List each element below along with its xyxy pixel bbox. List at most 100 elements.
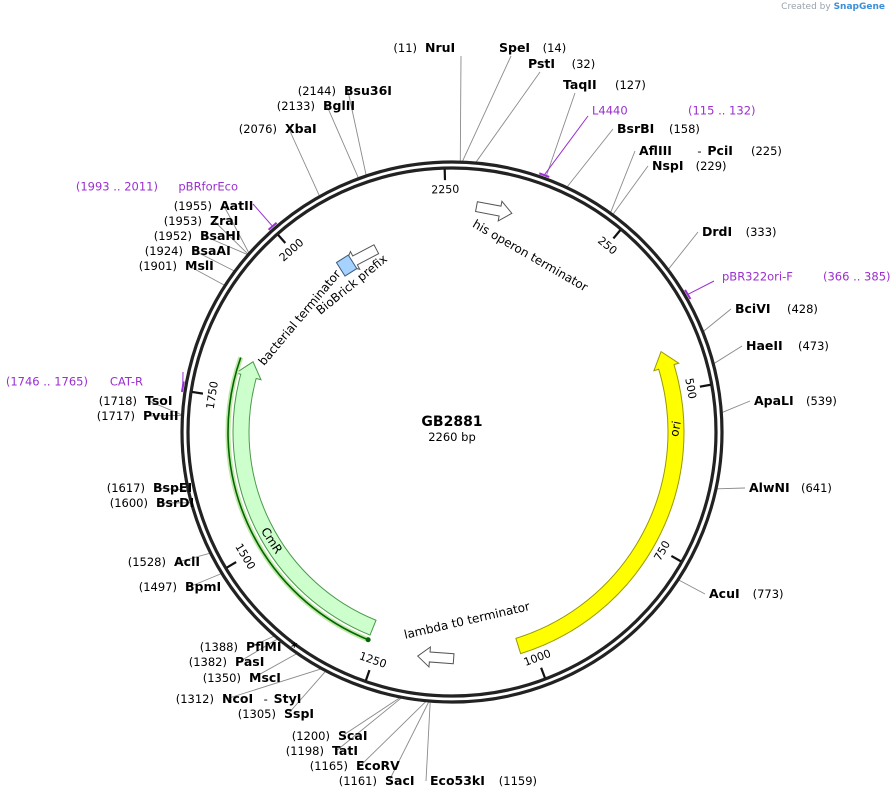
tick-label: 250: [595, 234, 619, 257]
enzyme-leader: [238, 638, 278, 663]
enzyme-ecorv[interactable]: EcoRV: [356, 758, 400, 773]
enzyme-leader: [668, 231, 699, 270]
enzyme-leader: [194, 250, 235, 272]
enzyme-bsaai[interactable]: BsaAI: [191, 243, 231, 258]
enzyme-msci-position: (1350): [203, 671, 241, 685]
enzyme-leader: [359, 701, 426, 767]
feature-label-lambda-t0-terminator: lambda t0 terminator: [403, 599, 532, 642]
enzyme-afliii[interactable]: AflIII: [639, 143, 672, 158]
enzyme-nrui[interactable]: NruI: [425, 40, 455, 55]
enzyme-alwni-position: (641): [801, 481, 832, 495]
enzyme-tati[interactable]: TatI: [332, 743, 358, 758]
enzyme-apali-position: (539): [806, 394, 837, 408]
enzyme-leader: [341, 697, 400, 737]
enzyme-bsahi[interactable]: BsaHI: [200, 228, 241, 243]
enzyme-bsaai-position: (1924): [145, 244, 183, 258]
enzyme-msli[interactable]: MslI: [185, 258, 214, 273]
enzyme-leader: [722, 400, 751, 413]
enzyme-nspi[interactable]: NspI: [652, 158, 684, 173]
enzyme-drdi-position: (333): [746, 225, 777, 239]
primer-mark[interactable]: [684, 289, 692, 300]
primer-label-cat-r[interactable]: CAT-R: [110, 375, 143, 389]
primer-label-l4440[interactable]: L4440: [592, 104, 628, 118]
enzyme-apali[interactable]: ApaLI: [754, 393, 794, 408]
enzyme-leader: [335, 697, 402, 752]
enzyme-pflmi[interactable]: PflMI: [246, 639, 282, 654]
feature-cmr[interactable]: [232, 361, 377, 636]
enzyme-acui-position: (773): [753, 587, 784, 601]
enzyme-scai[interactable]: ScaI: [338, 728, 368, 743]
enzyme-leader: [252, 653, 297, 679]
enzyme-bsu36i[interactable]: Bsu36I: [344, 83, 392, 98]
tick-mark: [364, 669, 371, 681]
enzyme-eco53ki-position: (1159): [499, 774, 537, 788]
enzyme-bsrdi-position: (1600): [110, 496, 148, 510]
feature-lambda-t0-terminator[interactable]: [416, 645, 455, 669]
enzyme-saci[interactable]: SacI: [385, 773, 415, 788]
enzyme-eco53ki[interactable]: Eco53kI: [430, 773, 485, 788]
enzyme-sspi[interactable]: SspI: [284, 706, 314, 721]
primer-range: (115 .. 132): [688, 104, 756, 118]
primer-label-pbrforeco[interactable]: pBRforEco: [178, 180, 238, 194]
enzyme-leader: [475, 71, 541, 163]
enzyme-alwni[interactable]: AlwNI: [749, 480, 790, 495]
enzyme-styi[interactable]: StyI: [274, 691, 302, 706]
enzyme-taqii[interactable]: TaqII: [563, 77, 597, 92]
enzyme-pvuii-position: (1717): [97, 409, 135, 423]
plasmid-name: GB2881: [421, 414, 482, 430]
plasmid-length: 2260 bp: [428, 430, 476, 444]
backbone-inner-circle: [186, 166, 718, 698]
enzyme-leader: [249, 635, 275, 648]
enzyme-drdi[interactable]: DrdI: [702, 224, 732, 239]
enzyme-acui[interactable]: AcuI: [709, 586, 740, 601]
enzyme-ncoi[interactable]: NcoI: [222, 691, 253, 706]
enzyme-bspei-position: (1617): [107, 481, 145, 495]
enzyme-msci[interactable]: MscI: [249, 670, 281, 685]
enzyme-pasi[interactable]: PasI: [235, 654, 264, 669]
enzyme-spei[interactable]: SpeI: [499, 40, 530, 55]
enzyme-nspi-position: (229): [696, 159, 727, 173]
enzyme-leader: [425, 702, 431, 782]
enzyme-leader: [213, 220, 249, 255]
primer-label-pbr322ori-f[interactable]: pBR322ori-F: [722, 270, 793, 284]
enzyme-pvuii[interactable]: PvuII: [143, 408, 179, 423]
tick-label: 1750: [204, 380, 221, 410]
enzyme-aatii[interactable]: AatII: [220, 198, 253, 213]
enzyme-acli[interactable]: AclI: [174, 554, 200, 569]
enzyme-tsoi[interactable]: TsoI: [145, 393, 173, 408]
enzyme-psti[interactable]: PstI: [528, 56, 555, 71]
enzyme-leader: [713, 345, 743, 364]
feature-label-bacterial-terminator: bacterial terminator: [256, 267, 344, 368]
feature-biobrick-prefix[interactable]: [335, 254, 358, 277]
enzyme-saci-position: (1161): [339, 774, 377, 788]
enzyme-bpmi-position: (1497): [139, 580, 177, 594]
feature-ori[interactable]: [515, 350, 685, 655]
primer-leader: [543, 115, 589, 176]
feature-his-operon-terminator[interactable]: [474, 197, 514, 223]
tick-label: 1500: [232, 541, 258, 572]
enzyme-bsrdi[interactable]: BsrDI: [156, 495, 194, 510]
enzyme-leader: [223, 205, 250, 253]
enzyme-leader: [462, 55, 512, 162]
enzyme-bpmi[interactable]: BpmI: [185, 579, 221, 594]
enzyme-pcii[interactable]: PciI: [707, 143, 733, 158]
enzyme-leader: [703, 308, 732, 332]
enzyme-bcivi[interactable]: BciVI: [735, 301, 771, 316]
primer-leader: [687, 280, 715, 295]
enzyme-bsrbi[interactable]: BsrBI: [617, 121, 654, 136]
tick-mark: [670, 555, 682, 563]
primer-mark[interactable]: [267, 222, 278, 231]
enzyme-leader: [188, 265, 225, 286]
primer-mark[interactable]: [180, 381, 185, 393]
enzyme-haeii-position: (473): [798, 339, 829, 353]
enzyme-bglii[interactable]: BglII: [323, 98, 355, 113]
tick-label: 2000: [277, 236, 307, 264]
backbone-outer-circle: [180, 160, 724, 704]
enzyme-leader: [156, 487, 188, 491]
enzyme-zrai[interactable]: ZraI: [210, 213, 238, 228]
tick-label: 2250: [431, 183, 459, 197]
enzyme-bspei[interactable]: BspEI: [153, 480, 192, 495]
enzyme-haeii[interactable]: HaeII: [746, 338, 783, 353]
enzyme-xbai[interactable]: XbaI: [285, 121, 317, 136]
primer-mark[interactable]: [538, 172, 550, 178]
